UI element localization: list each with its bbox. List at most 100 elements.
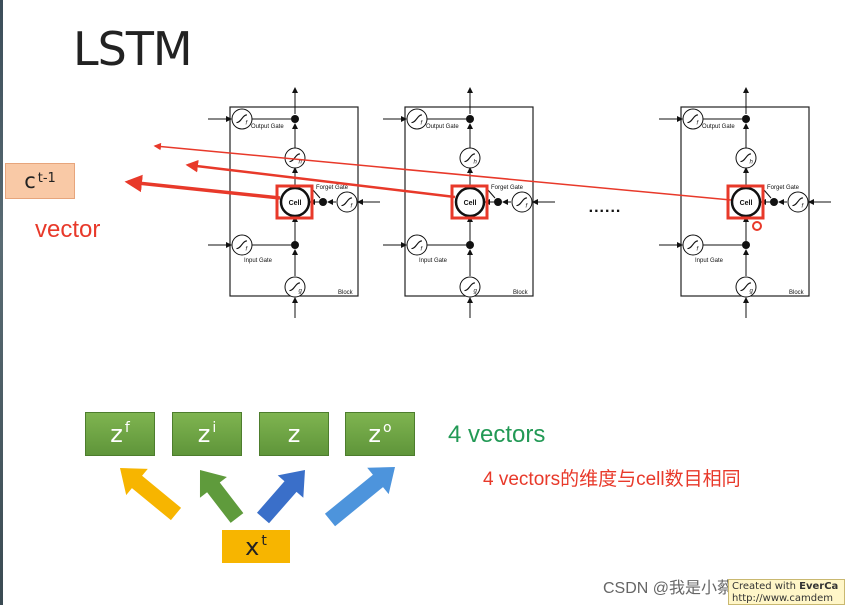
h-sigmoid-subscript: h — [750, 160, 754, 166]
vectors-count-label: 4 vectors — [448, 421, 546, 448]
forget-gate-sigmoid: f — [787, 191, 809, 213]
output-gate-sigmoid: f — [406, 108, 428, 130]
input-gate-dot — [742, 241, 750, 249]
forget-gate-sigmoid-subscript: f — [802, 204, 805, 210]
output-gate-sigmoid-subscript: f — [246, 121, 249, 127]
vector-label: vector — [35, 216, 101, 243]
cell-highlight-box — [726, 184, 765, 220]
input-gate-sigmoid-subscript: f — [246, 247, 249, 253]
forget-gate-label: Forget Gate — [316, 185, 349, 191]
cell-recurrent — [312, 189, 321, 199]
h-sigmoid: h — [459, 147, 481, 169]
blocks-ellipsis: ...... — [589, 199, 622, 216]
input-gate-sigmoid: f — [682, 234, 704, 256]
g-sigmoid: g — [284, 276, 306, 298]
forget-gate-dot — [319, 198, 327, 206]
h-sigmoid: h — [735, 147, 757, 169]
output-gate-sigmoid-curve — [687, 114, 699, 124]
output-gate-dot — [742, 115, 750, 123]
output-gate-label: Output Gate — [702, 124, 735, 130]
arrow-to-z — [256, 470, 305, 524]
input-gate-sigmoid-subscript: f — [697, 247, 700, 253]
cell-highlight-box — [450, 184, 489, 220]
forget-gate-dot — [494, 198, 502, 206]
output-gate-sigmoid-curve — [236, 114, 248, 124]
input-x-base: x — [245, 532, 260, 561]
cell-highlight-box — [275, 184, 314, 220]
g-sigmoid-curve — [289, 282, 301, 292]
stamp-prefix: Created with — [732, 581, 800, 592]
cell-label: Cell — [740, 200, 753, 207]
g-sigmoid-curve — [464, 282, 476, 292]
g-sigmoid-subscript: g — [299, 289, 303, 295]
z-output-base: z — [368, 420, 382, 448]
z-input-superscript: i — [212, 420, 217, 436]
cell-label: Cell — [289, 200, 302, 207]
input-gate-dot — [291, 241, 299, 249]
arrow-to-zf — [120, 468, 182, 521]
slide-title: LSTM — [73, 22, 193, 76]
h-sigmoid-curve — [464, 153, 476, 163]
g-sigmoid-subscript: g — [750, 289, 754, 295]
arrow-to-zo — [324, 467, 395, 527]
vectors-dimension-note: 4 vectors的维度与cell数目相同 — [483, 469, 741, 490]
g-sigmoid: g — [459, 276, 481, 298]
z-box: z — [259, 412, 329, 456]
input-gate-sigmoid-curve — [687, 240, 699, 250]
output-gate-label: Output Gate — [426, 124, 459, 130]
input-gate-sigmoid: f — [231, 234, 253, 256]
arrow-to-zi — [199, 470, 244, 523]
forget-gate-sigmoid-subscript: f — [526, 204, 529, 210]
output-gate-sigmoid-subscript: f — [421, 121, 424, 127]
forget-gate-sigmoid: f — [511, 191, 533, 213]
block-label: Block — [789, 290, 805, 296]
csdn-watermark: CSDN @我是小蔡呀 — [603, 580, 750, 597]
z-base: z — [287, 420, 301, 448]
cell-state-base: c — [24, 169, 36, 193]
h-sigmoid-subscript: h — [474, 160, 478, 166]
forget-gate-label: Forget Gate — [767, 185, 800, 191]
red-arrow-block3 — [153, 142, 732, 201]
output-gate-label: Output Gate — [251, 124, 284, 130]
g-sigmoid-subscript: g — [474, 289, 478, 295]
z-output-superscript: o — [383, 420, 392, 436]
forget-gate-sigmoid-curve — [516, 197, 528, 207]
window-edge — [0, 0, 3, 605]
forget-gate-sigmoid-subscript: f — [351, 204, 354, 210]
output-gate-dot — [291, 115, 299, 123]
input-gate-sigmoid-curve — [411, 240, 423, 250]
h-sigmoid-subscript: h — [299, 160, 303, 166]
input-gate-label: Input Gate — [244, 258, 273, 264]
cell-label: Cell — [464, 200, 477, 207]
cell-state-superscript: t-1 — [37, 170, 56, 186]
output-gate-sigmoid-subscript: f — [697, 121, 700, 127]
h-sigmoid-curve — [740, 153, 752, 163]
input-gate-sigmoid-subscript: f — [421, 247, 424, 253]
z-forget-superscript: f — [124, 420, 130, 436]
z-input-base: z — [197, 420, 211, 448]
cell-recurrent — [763, 189, 772, 199]
cursor-marker — [752, 221, 762, 231]
forget-gate-label: Forget Gate — [491, 185, 524, 191]
input-gate-sigmoid-curve — [236, 240, 248, 250]
stamp-url: http://www.camdem — [732, 593, 834, 604]
red-arrow-block1 — [124, 174, 281, 200]
g-sigmoid: g — [735, 276, 757, 298]
g-sigmoid-curve — [740, 282, 752, 292]
input-gate-label: Input Gate — [695, 258, 724, 264]
input-gate-label: Input Gate — [419, 258, 448, 264]
output-gate-sigmoid-curve — [411, 114, 423, 124]
forget-gate-dot — [770, 198, 778, 206]
block-label: Block — [338, 290, 354, 296]
z-forget-base: z — [110, 420, 123, 448]
